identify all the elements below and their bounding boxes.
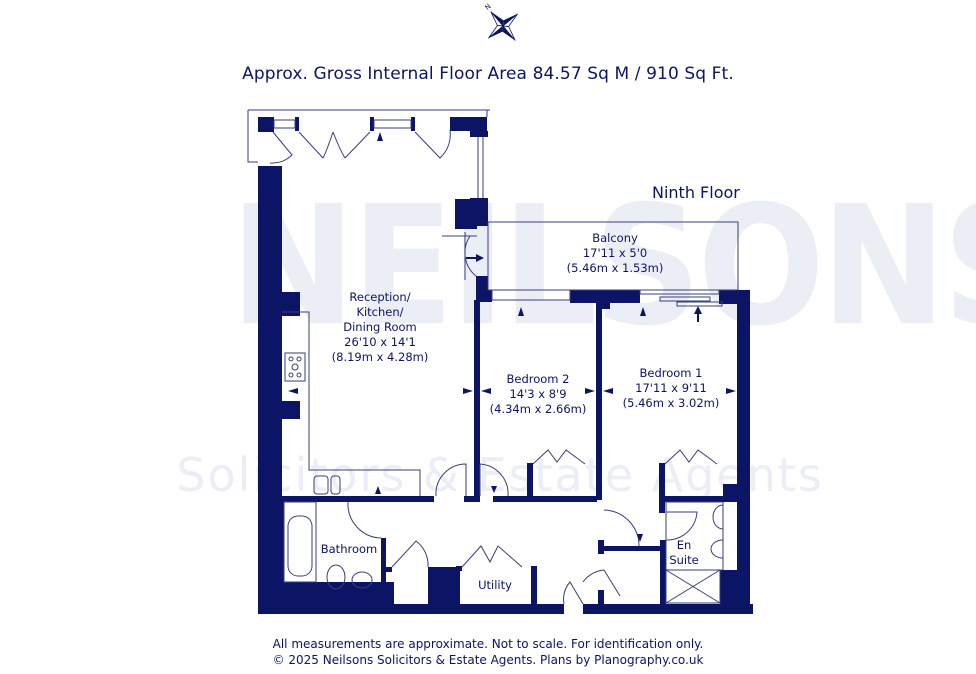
- room-dimensions-metric: (5.46m x 1.53m): [566, 261, 664, 275]
- room-name: Bedroom 1: [639, 366, 703, 380]
- room-name: Suite: [669, 553, 699, 567]
- footer: All measurements are approximate. Not to…: [0, 636, 976, 668]
- room-label-balcony: Balcony 17'11 x 5'0 (5.46m x 1.53m): [550, 231, 680, 276]
- room-name: Kitchen/: [356, 305, 404, 319]
- compass-north-icon: N: [483, 2, 518, 41]
- arrows: [288, 132, 736, 542]
- room-name: Dining Room: [343, 320, 417, 334]
- floor-label: Ninth Floor: [652, 183, 740, 202]
- room-label-ensuite: En Suite: [664, 538, 704, 568]
- room-dimensions-imperial: 26'10 x 14'1: [344, 335, 416, 349]
- room-name: Balcony: [592, 231, 638, 245]
- room-name: Reception/: [349, 290, 411, 304]
- copyright-text: © 2025 Neilsons Solicitors & Estate Agen…: [272, 653, 704, 667]
- room-name: Bathroom: [320, 542, 378, 556]
- room-label-bedroom-2: Bedroom 2 14'3 x 8'9 (4.34m x 2.66m): [478, 372, 598, 417]
- room-dimensions-metric: (4.34m x 2.66m): [489, 402, 587, 416]
- room-dimensions-imperial: 14'3 x 8'9: [509, 387, 567, 401]
- watermark-tagline: Solicitors & Estate Agents: [176, 448, 824, 502]
- floor-area-title: Approx. Gross Internal Floor Area 84.57 …: [242, 64, 734, 84]
- walls: [258, 117, 753, 614]
- disclaimer-text: All measurements are approximate. Not to…: [272, 637, 704, 651]
- room-label-bedroom-1: Bedroom 1 17'11 x 9'11 (5.46m x 3.02m): [608, 366, 734, 411]
- fixtures: [247, 109, 739, 605]
- room-label-reception: Reception/ Kitchen/ Dining Room 26'10 x …: [320, 290, 440, 365]
- room-dimensions-imperial: 17'11 x 9'11: [635, 381, 707, 395]
- room-dimensions-metric: (8.19m x 4.28m): [331, 350, 429, 364]
- room-name: Utility: [478, 578, 512, 592]
- watermark-brand: NEILSONS: [230, 171, 976, 363]
- room-label-bathroom: Bathroom: [316, 542, 382, 557]
- room-name: En: [676, 538, 692, 552]
- room-name: Bedroom 2: [506, 372, 570, 386]
- room-label-utility: Utility: [470, 578, 520, 593]
- room-dimensions-metric: (5.46m x 3.02m): [622, 396, 720, 410]
- room-dimensions-imperial: 17'11 x 5'0: [582, 246, 648, 260]
- compass-n-label: N: [483, 2, 492, 12]
